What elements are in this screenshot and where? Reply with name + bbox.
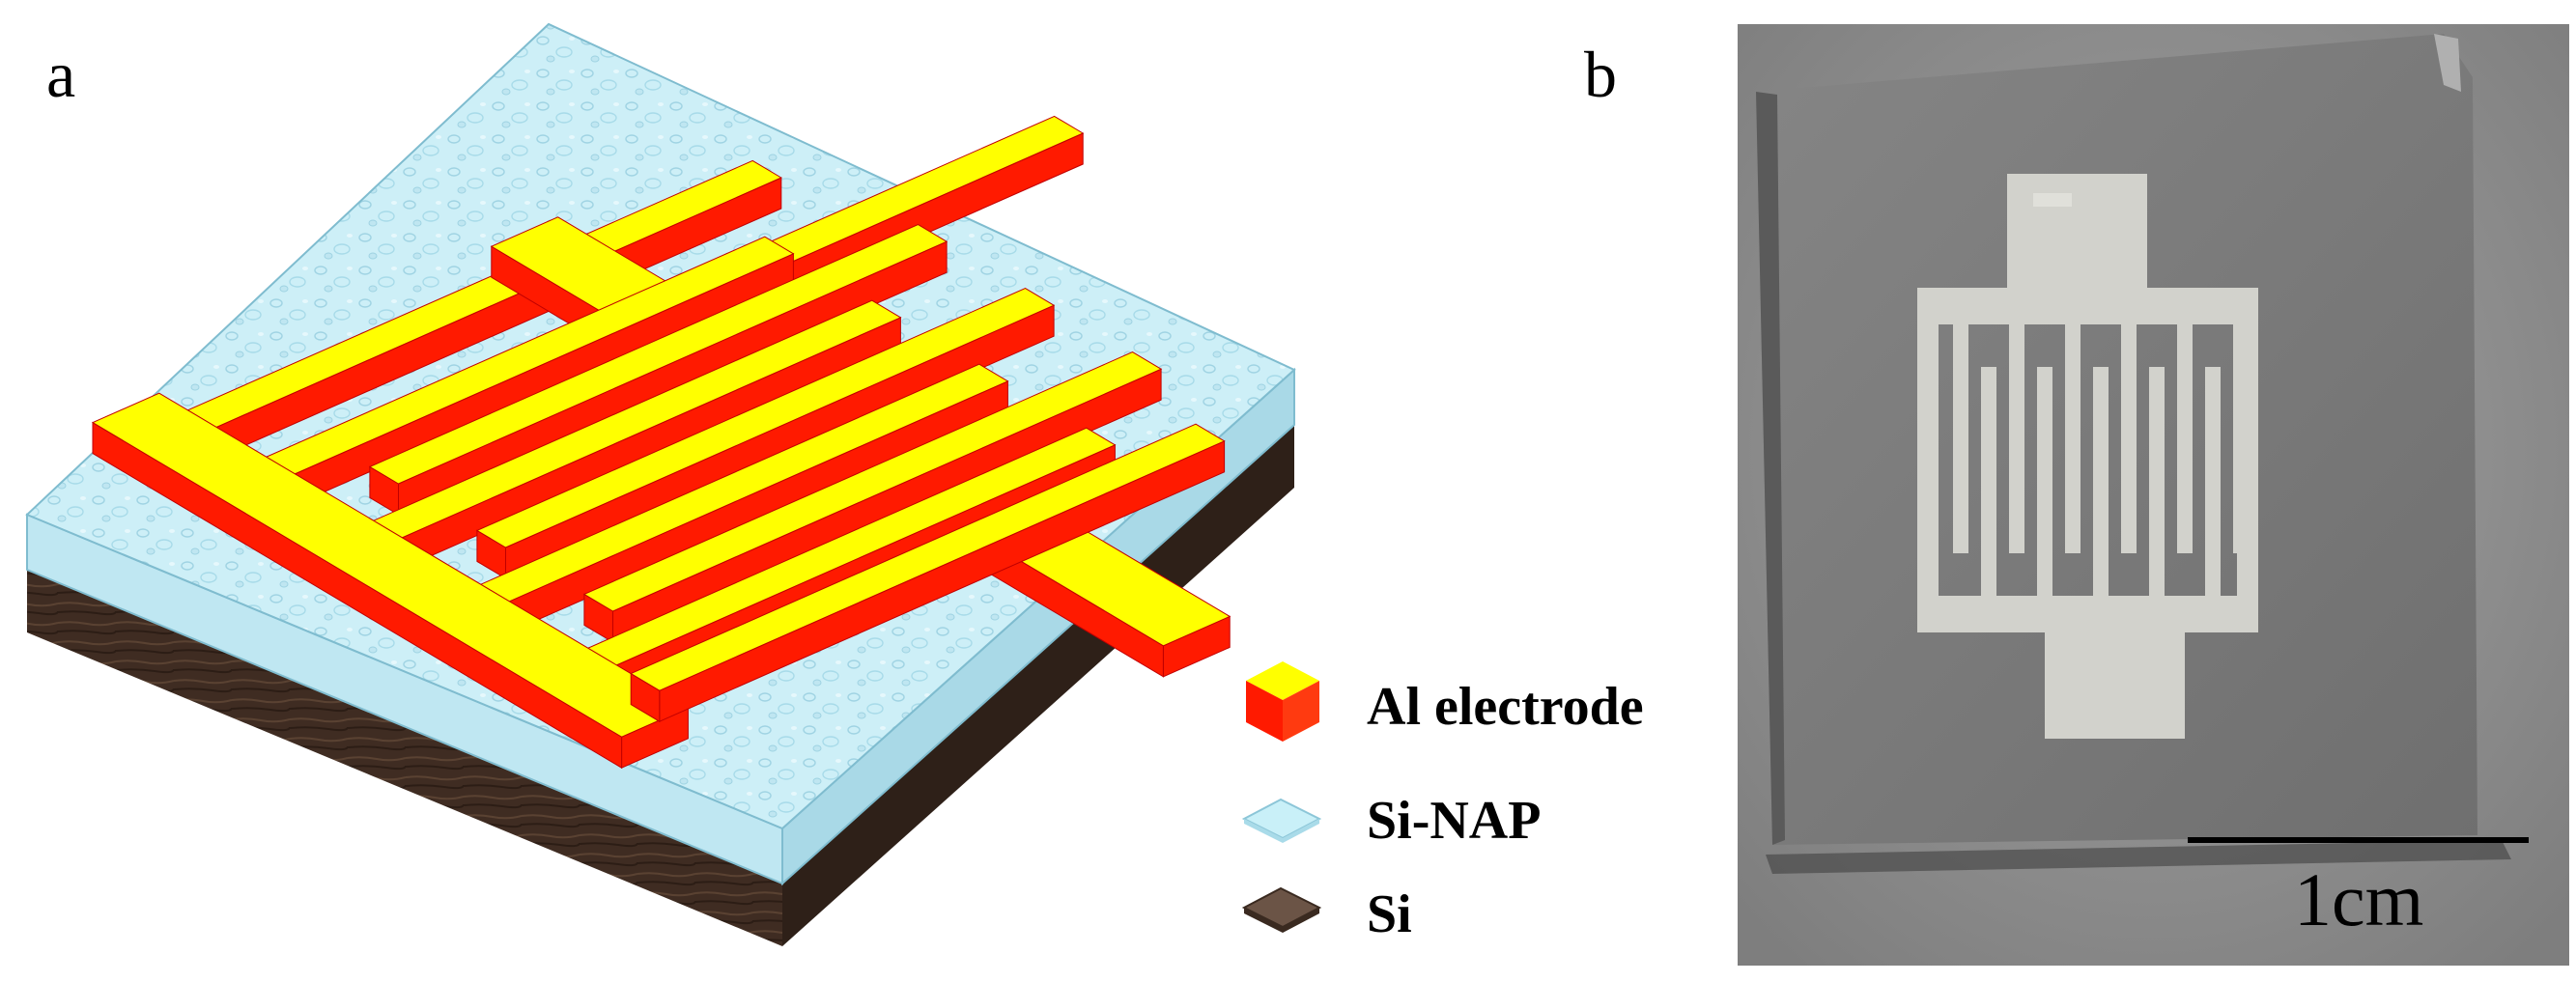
finger-6-top (582, 351, 1163, 612)
upper-bus (1917, 288, 2257, 324)
si-swatch (1241, 886, 1322, 929)
schematic-3d (25, 22, 1296, 946)
photo-finger (1953, 324, 1968, 553)
legend-item-si: Si (1241, 884, 1412, 944)
legend-item-al-electrode: Al electrode (1246, 661, 1644, 742)
photo-finger (2065, 324, 2081, 553)
chip (1756, 34, 2477, 845)
lower-bus (1917, 596, 2257, 632)
pad-highlight (2033, 193, 2072, 207)
photo-finger (2149, 367, 2165, 596)
panel-label-a: a (46, 38, 75, 111)
legend: Al electrode Si-NAP Si (1241, 661, 1644, 944)
chip-corner-chip (2434, 34, 2461, 92)
panel-label-b: b (1584, 38, 1617, 111)
photo-finger (2177, 324, 2193, 553)
chip-left-edge (1756, 92, 1785, 845)
al-electrode-swatch-left (1246, 681, 1283, 742)
interdigitated-electrode (91, 115, 1231, 770)
si-substrate-front (27, 570, 782, 946)
top-pad (2007, 174, 2147, 290)
photo-finger (2037, 367, 2052, 596)
legend-label-si-nap: Si-NAP (1367, 791, 1541, 851)
si-nap-swatch-edge (1244, 819, 1319, 843)
photo-finger (2121, 324, 2137, 553)
si-substrate-right (782, 425, 1294, 946)
finger-2-top (368, 224, 948, 485)
electrode-fingers (1953, 324, 2249, 596)
electrode-pattern (1917, 174, 2258, 739)
legend-item-si-nap: Si-NAP (1241, 791, 1541, 851)
bottom-pad (2045, 628, 2185, 739)
legend-label-si: Si (1367, 884, 1412, 944)
si-swatch-edge (1244, 908, 1319, 933)
photo-finger (1981, 367, 1996, 596)
photo-finger (2093, 367, 2109, 596)
finger-front-b-top (630, 423, 1226, 691)
photo-finger (2009, 324, 2024, 553)
al-electrode-swatch-right (1283, 681, 1319, 742)
chip-shadow (1766, 840, 2511, 874)
photo-finger (2233, 324, 2249, 553)
photo-finger (2205, 367, 2221, 596)
left-bar (1917, 288, 1939, 632)
device-photo: 1cm (1738, 24, 2569, 966)
si-nap-swatch (1241, 798, 1322, 840)
legend-label-al-electrode: Al electrode (1367, 677, 1644, 737)
scale-bar-label: 1cm (2294, 857, 2423, 941)
finger-4-top (475, 288, 1056, 548)
